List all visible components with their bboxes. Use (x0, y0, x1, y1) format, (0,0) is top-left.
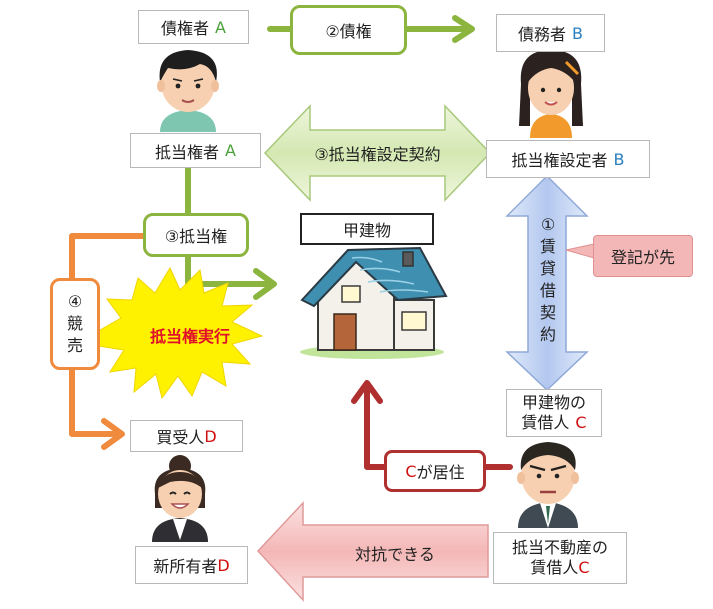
creditor-letter: A (215, 17, 226, 37)
creditor-person-icon (157, 50, 219, 132)
mortgagee-label: 抵当権者 (155, 142, 220, 162)
buyer-label: 買受人 (156, 428, 205, 447)
tenant-person-icon (517, 442, 579, 528)
resides-letter: C (405, 461, 417, 481)
debtor-letter: B (572, 23, 583, 43)
debtor-box: 債務者 B (496, 14, 605, 52)
buyer-letter: D (204, 426, 217, 446)
debtor-person-icon (519, 50, 583, 138)
claim-label: ②債権 (290, 5, 407, 55)
house-icon (300, 246, 448, 359)
new-owner-box: 新所有者 D (135, 546, 248, 584)
lease-char-3: 貸 (539, 259, 556, 278)
auction-char-2: 競 (66, 314, 83, 333)
buyer-box: 買受人 D (130, 420, 243, 452)
lease-char-2: 賃 (539, 237, 556, 256)
tenant-bottom-letter: C (578, 558, 590, 577)
debtor-label: 債務者 (518, 25, 567, 44)
mortgagor-box: 抵当権設定者 B (486, 140, 650, 178)
oppose-label: 対抗できる (355, 545, 435, 564)
mortgage-contract-label: ③抵当権設定契約 (314, 145, 441, 164)
tenant-top-line1: 甲建物の (521, 393, 586, 412)
registration-callout-pointer (565, 243, 595, 259)
tenant-bottom-line2: 賃借人 (530, 558, 579, 577)
lease-contract-label: ① 賃 貸 借 契 約 (536, 214, 560, 346)
tenant-bottom-box: 抵当不動産の 賃借人C (493, 532, 627, 584)
resides-text: が居住 (416, 463, 465, 482)
auction-label: ④ 競 売 (50, 278, 100, 370)
mortgagee-box: 抵当権者 A (130, 133, 261, 168)
new-owner-label: 新所有者 (153, 557, 218, 576)
mortgagee-letter: A (225, 141, 236, 160)
tenant-bottom-line1: 抵当不動産の (511, 538, 608, 557)
mortgage-right-label: ③抵当権 (143, 213, 249, 257)
registration-note: 登記が先 (593, 235, 693, 277)
auction-char-3: 売 (66, 336, 83, 355)
building-title: 甲建物 (300, 213, 434, 245)
enforcement-burst (97, 266, 264, 400)
creditor-label: 債権者 (161, 19, 210, 38)
lease-char-4: 借 (539, 281, 556, 300)
oppose-arrow (256, 501, 489, 602)
lease-char-1: ① (540, 215, 556, 234)
lease-char-6: 約 (539, 325, 556, 344)
mortgagor-letter: B (613, 149, 625, 169)
auction-char-1: ④ (67, 292, 83, 311)
tenant-top-letter: C (575, 413, 587, 432)
enforcement-label: 抵当権実行 (149, 327, 230, 346)
new-owner-person-icon (152, 455, 208, 542)
lease-char-5: 契 (539, 303, 556, 322)
tenant-top-line2: 賃借人 (521, 413, 570, 432)
creditor-box: 債権者 A (138, 10, 249, 44)
mortgagor-label: 抵当権設定者 (511, 151, 608, 170)
tenant-top-box: 甲建物の 賃借人 C (506, 389, 602, 437)
new-owner-letter: D (217, 555, 230, 575)
